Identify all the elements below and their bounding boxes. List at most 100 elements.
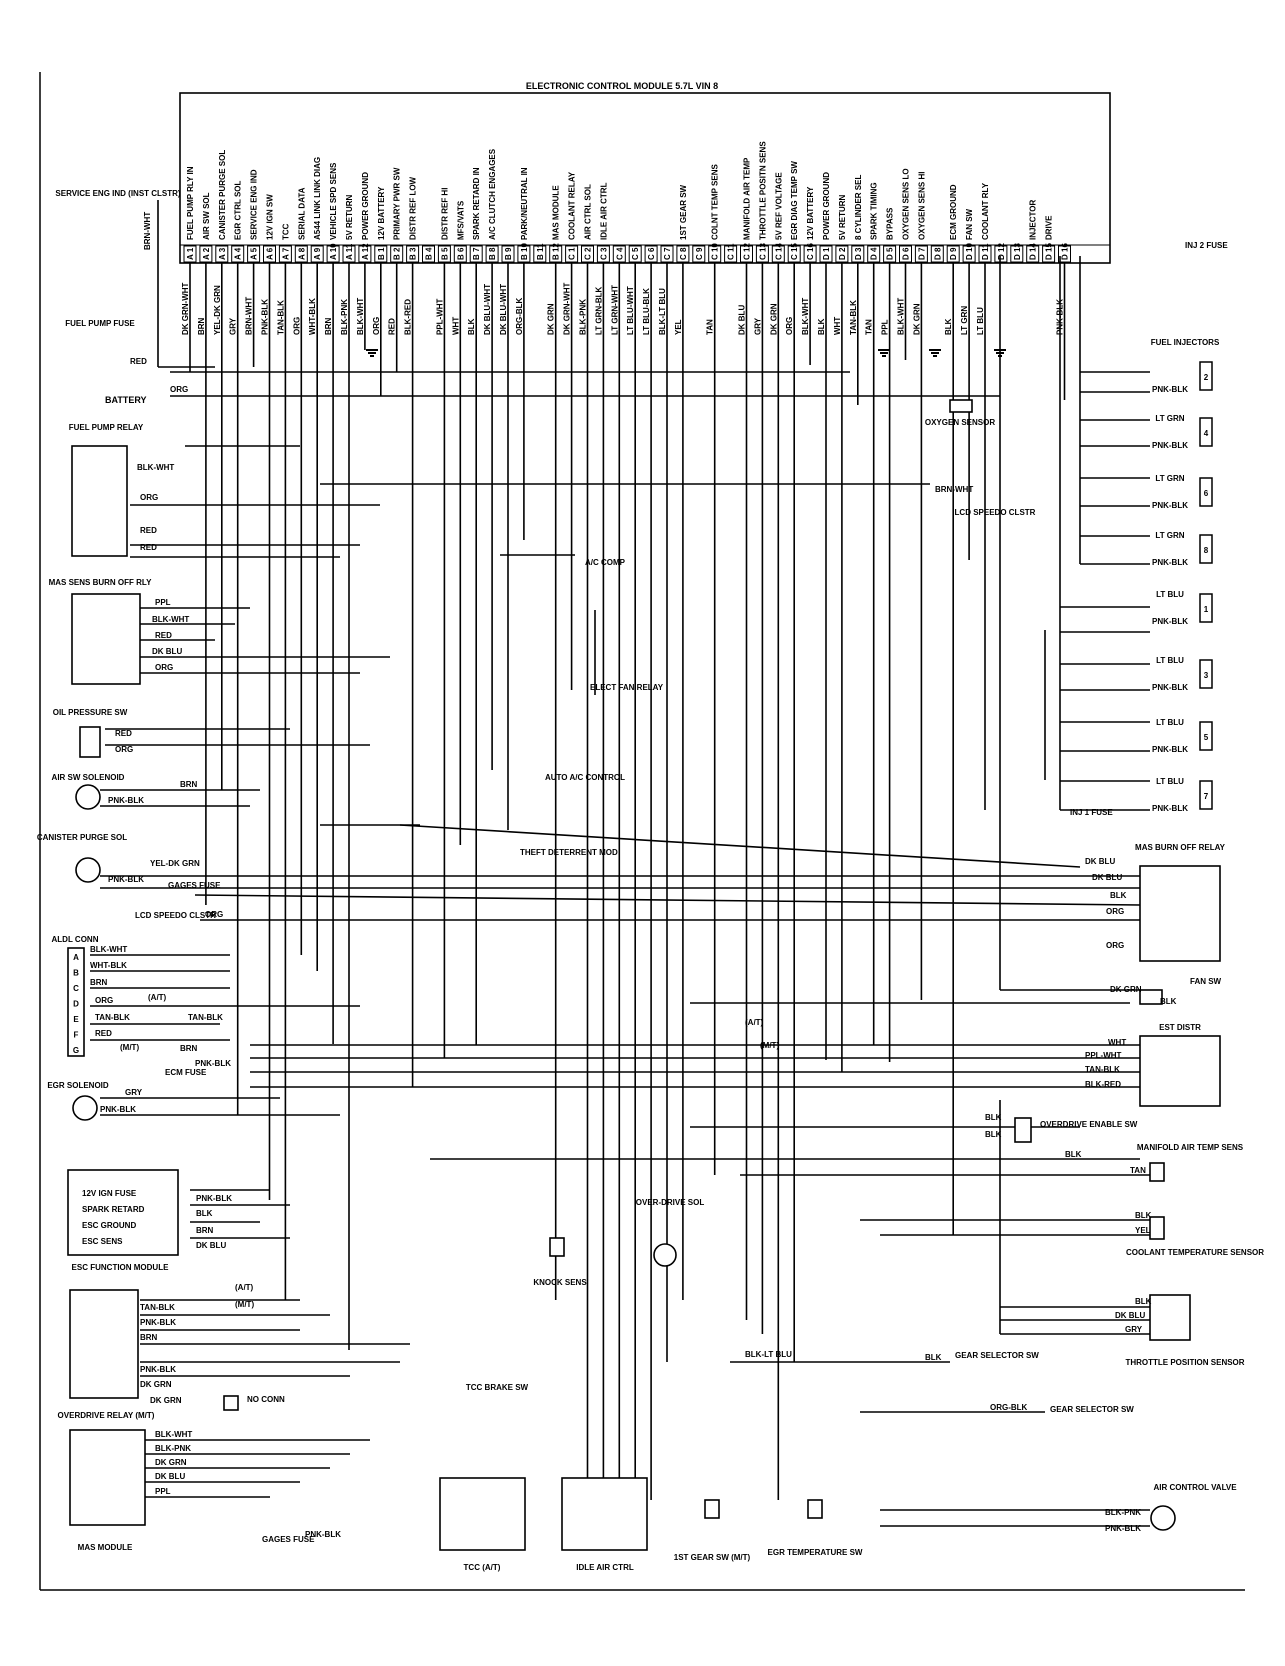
svg-text:NO CONN: NO CONN [247,1395,285,1404]
svg-text:BLK-WHT: BLK-WHT [152,615,189,624]
svg-text:12V IGN FUSE: 12V IGN FUSE [82,1189,137,1198]
wire-color-label: DK GRN [547,303,556,335]
fuel-injector-number: 7 [1204,792,1209,801]
ecm-pin-function: MANIFOLD AIR TEMP [743,157,752,240]
svg-text:COOLANT TEMPERATURE SENSOR: COOLANT TEMPERATURE SENSOR [1126,1248,1264,1257]
wire-color-label: PNK-BLK [261,299,270,335]
fuel-injector [1199,361,1213,391]
lcd-speedo-clstr-left: LCD SPEEDO CLSTR ORG [135,910,223,920]
injector-wire-label: LT GRN [1155,531,1184,540]
wire-color-label: ORG [292,317,301,335]
svg-text:TCC BRAKE SW: TCC BRAKE SW [466,1383,529,1392]
aldl-terminal-letter: B [73,969,79,978]
ecm-pin-number: B 1 [377,247,386,260]
throttle-position-sensor: BLK DK BLU GRY THROTTLE POSITION SENSOR [1115,1294,1245,1367]
inj2-fuse: INJ 2 FUSE [1185,241,1228,250]
ecm-pin-function: EGR CTRL SOL [234,180,243,240]
svg-text:BLK-PNK: BLK-PNK [155,1444,191,1453]
ecm-pin-function: 8 CYLINDER SEL [854,175,863,240]
fuel-injector [1199,593,1213,623]
svg-text:DK BLU: DK BLU [1085,857,1115,866]
overdrive-relay: TAN-BLK PNK-BLK BRN PNK-BLK DK GRN DK GR… [58,1283,285,1420]
ecm-pin-function: 5V RETURN [345,194,354,240]
ecm-pin-number: C 15 [790,243,799,260]
fuel-injector [1199,780,1213,810]
svg-text:FAN SW: FAN SW [1190,977,1222,986]
overdrive-relay-box [69,1289,139,1399]
ecm-pin-function: THROTTLE POSITN SENS [758,141,767,240]
coolant-temperature-sensor: BLK YEL COOLANT TEMPERATURE SENSOR [1126,1211,1264,1257]
svg-text:PPL: PPL [155,1487,171,1496]
svg-text:DK GRN: DK GRN [155,1458,187,1467]
ecm-pin-number: C 3 [599,247,608,260]
svg-text:PPL-WHT: PPL-WHT [1085,1051,1122,1060]
injector-wire-label: LT BLU [1156,590,1184,599]
ecm-pin-function: INJECTOR [1029,199,1038,240]
ecm-pin-number: D 4 [870,247,879,260]
ecm-pin-number: D 13 [1013,243,1022,260]
svg-text:TAN-BLK: TAN-BLK [140,1303,175,1312]
svg-text:BLK: BLK [1110,891,1127,900]
fuel-injector-number: 2 [1204,373,1209,382]
ecm-pin-function: 5V REF VOLTAGE [774,172,783,240]
ecm-pin-number: B 3 [409,247,418,260]
wire-color-label: TAN-BLK [276,300,285,335]
wire-color-label: LT GRN-WHT [610,285,619,335]
svg-text:PNK-BLK: PNK-BLK [1105,1524,1141,1533]
aldl-terminal-letter: G [73,1046,79,1055]
svg-text:(A/T): (A/T) [148,993,167,1002]
svg-text:PNK-BLK: PNK-BLK [140,1365,176,1374]
wire-color-label: GRY [229,317,238,335]
svg-text:CANISTER PURGE SOL: CANISTER PURGE SOL [37,833,127,842]
ecm-pin-number: C 11 [727,243,736,260]
svg-text:ORG: ORG [170,385,188,394]
svg-text:RED: RED [155,631,172,640]
svg-text:INJ 1 FUSE: INJ 1 FUSE [1070,808,1113,817]
egr-solenoid-coil [72,1095,98,1121]
ground-symbol [366,349,378,357]
svg-text:TAN: TAN [1130,1166,1146,1175]
ecm-pin-function: 12V BATTERY [377,186,386,240]
wire-color-label: ORG [785,317,794,335]
overdrive-sol: OVER-DRIVE SOL [636,1198,704,1267]
fan-sw: FAN SW DK GRN BLK [1110,977,1222,1006]
ecm-pin-cell [692,245,706,263]
ecm-pin-number: B 8 [488,247,497,260]
mt-label-center: (M/T) [760,1041,779,1050]
air-sw-solenoid-coil [75,784,101,810]
svg-text:AIR CONTROL VALVE: AIR CONTROL VALVE [1153,1483,1237,1492]
overdrive-sol-coil [653,1243,677,1267]
svg-text:DK GRN: DK GRN [150,1396,182,1405]
first-gear-sw-body [704,1499,720,1519]
svg-text:OIL PRESSURE SW: OIL PRESSURE SW [53,708,128,717]
manifold-air-temp-sens: MANIFOLD AIR TEMP SENS BLK TAN [1065,1143,1244,1182]
svg-text:PNK-BLK: PNK-BLK [140,1318,176,1327]
svg-text:BLK: BLK [1135,1297,1152,1306]
ecm-pin-function: VEHICLE SPD SENS [329,162,338,240]
elect-fan-relay: ELECT FAN RELAY [590,610,664,695]
wire-color-label: LT GRN [960,306,969,335]
ecm-pin-number: D 14 [1029,243,1038,260]
svg-text:EGR SOLENOID: EGR SOLENOID [47,1081,109,1090]
ecm-pin-number: C 12 [743,243,752,260]
ecm-pin-cell [930,245,944,263]
svg-text:PNK-BLK: PNK-BLK [196,1194,232,1203]
gear-selector-sw-1: BLK-LT BLU BLK GEAR SELECTOR SW [745,1350,1039,1362]
ecm-title: ELECTRONIC CONTROL MODULE 5.7L VIN 8 [526,81,718,91]
svg-text:FUEL PUMP FUSE: FUEL PUMP FUSE [65,319,135,328]
wire-color-label: WHT [451,317,460,335]
wire-color-label: GRY [753,317,762,335]
svg-text:A/C COMP: A/C COMP [585,558,626,567]
svg-text:BLK: BLK [985,1113,1002,1122]
svg-text:MAS MODULE: MAS MODULE [78,1543,133,1552]
svg-text:IDLE AIR CTRL: IDLE AIR CTRL [576,1563,634,1572]
esc-function-module: 12V IGN FUSE SPARK RETARD ESC GROUND ESC… [67,1169,232,1272]
overdrive-enable-sw: OVERDRIVE ENABLE SW BLK BLK [985,1113,1138,1143]
svg-text:PNK-BLK: PNK-BLK [305,1530,341,1539]
svg-text:TAN-BLK: TAN-BLK [95,1013,130,1022]
svg-text:TAN-BLK: TAN-BLK [188,1013,223,1022]
svg-text:BRN-WHT: BRN-WHT [935,485,973,494]
svg-text:RED: RED [95,1029,112,1038]
svg-text:(M/T): (M/T) [120,1043,139,1052]
